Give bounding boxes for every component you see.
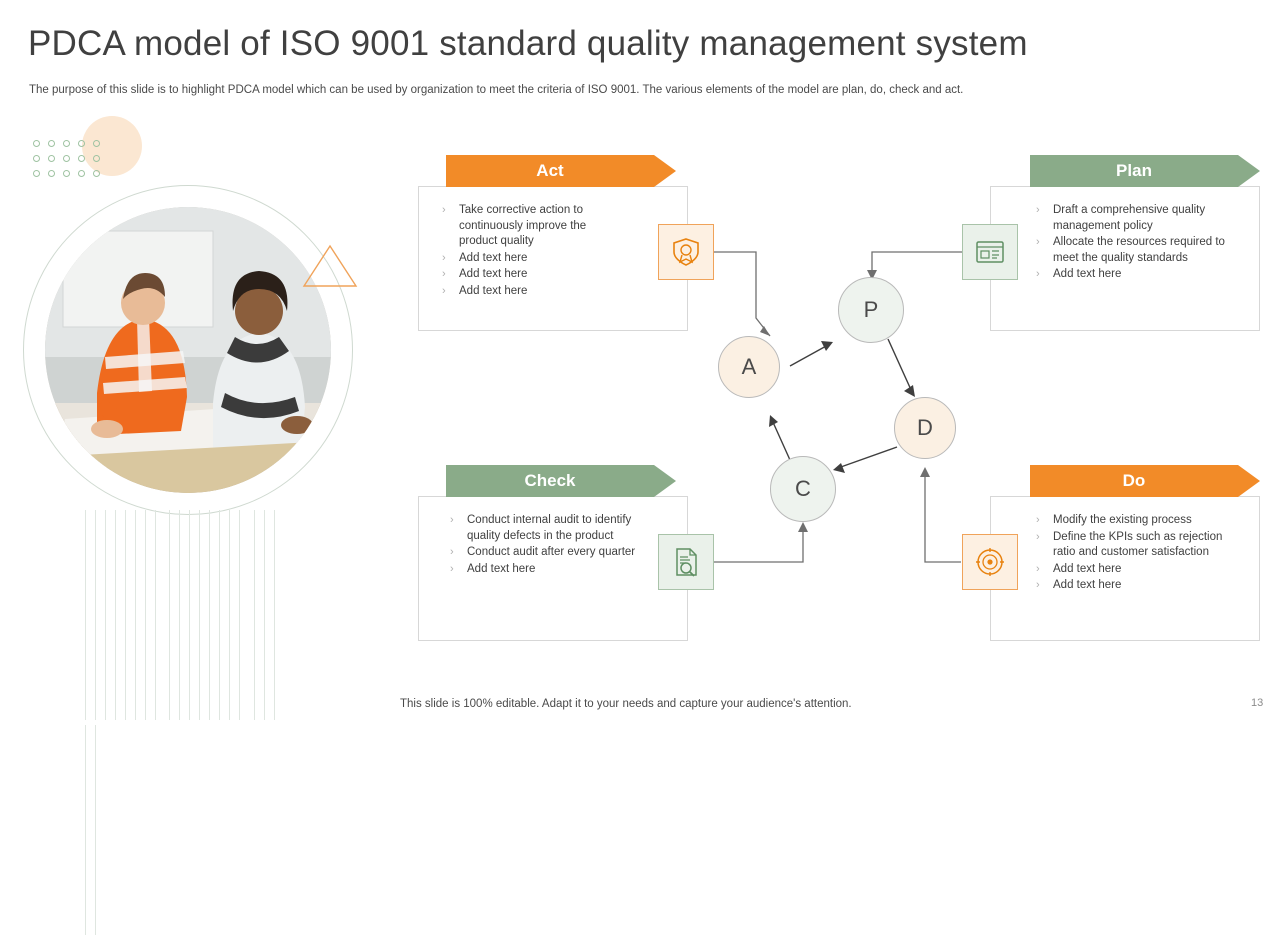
act-bullet-2: Add text here — [459, 268, 528, 280]
do-bullet-0: Modify the existing process — [1053, 514, 1192, 526]
decorative-dot-grid — [33, 140, 108, 185]
do-bullet-2: Add text here — [1053, 562, 1122, 575]
shield-award-icon — [673, 238, 699, 266]
cycle-node-d-letter: D — [917, 415, 933, 440]
do-banner-arrow — [1238, 465, 1260, 497]
bullet-marker: › — [1036, 514, 1040, 526]
bullet-marker: › — [1036, 530, 1040, 543]
check-bullet-1: Conduct audit after every quarter — [467, 546, 636, 558]
act-box — [418, 186, 688, 331]
plan-banner-label: Plan — [1116, 161, 1152, 180]
do-box — [990, 496, 1260, 641]
check-banner-label: Check — [524, 471, 576, 490]
check-bullet-0: Conduct internal audit to identify quali… — [467, 514, 632, 542]
document-search-icon — [676, 548, 697, 577]
check-banner: Check — [446, 465, 676, 497]
act-bullets: › Take corrective action to continuously … — [442, 203, 622, 300]
do-bullet-3: Add text here — [1053, 579, 1122, 591]
bullet-marker: › — [450, 514, 454, 526]
decorative-circle — [82, 116, 142, 176]
cycle-node-p: P — [838, 277, 904, 343]
bullet-marker: › — [1036, 268, 1040, 280]
target-gear-icon — [976, 548, 1004, 576]
act-bullet-3: Add text here — [459, 284, 528, 297]
bullet-marker: › — [442, 284, 446, 297]
check-banner-arrow — [654, 465, 676, 497]
plan-bullets: › Draft a comprehensive quality managemen… — [1036, 203, 1226, 284]
photo-ring — [23, 185, 353, 515]
bullet-marker: › — [442, 204, 446, 216]
plan-bullet-0: Draft a comprehensive quality management… — [1053, 204, 1206, 232]
bullet-marker: › — [1036, 562, 1040, 575]
cycle-node-d: D — [894, 397, 956, 459]
cycle-node-c-letter: C — [795, 476, 811, 501]
act-banner-label: Act — [536, 161, 564, 180]
decorative-stripes — [85, 510, 293, 935]
bullet-marker: › — [442, 268, 446, 280]
check-icon-tile — [658, 534, 714, 590]
page-subtitle: The purpose of this slide is to highligh… — [29, 84, 964, 96]
do-bullets: › Modify the existing process › Define the… — [1036, 513, 1231, 595]
do-banner-label: Do — [1122, 471, 1146, 490]
check-bullet-2: Add text here — [467, 562, 536, 575]
plan-icon-tile — [962, 224, 1018, 280]
do-icon-tile — [962, 534, 1018, 590]
bullet-marker: › — [450, 562, 454, 575]
footer-note: This slide is 100% editable. Adapt it to… — [400, 698, 852, 710]
page-number: 13 — [1251, 697, 1264, 709]
act-bullet-0: Take corrective action to continuously i… — [459, 204, 587, 247]
bullet-marker: › — [1036, 579, 1040, 591]
blueprint-plan-icon — [976, 241, 1004, 263]
team-photo — [45, 207, 331, 493]
cycle-node-a: A — [718, 336, 780, 398]
act-banner-arrow — [654, 155, 676, 187]
cycle-node-a-letter: A — [741, 354, 757, 379]
do-banner: Do — [1030, 465, 1260, 497]
bullet-marker: › — [450, 546, 454, 558]
do-bullet-1: Define the KPIs such as rejection ratio … — [1053, 530, 1223, 559]
cycle-node-p-letter: P — [863, 297, 879, 322]
bullet-marker: › — [442, 251, 446, 264]
act-icon-tile — [658, 224, 714, 280]
bullet-marker: › — [1036, 236, 1040, 248]
plan-banner-arrow — [1238, 155, 1260, 187]
plan-banner: Plan — [1030, 155, 1260, 187]
check-bullets: › Conduct internal audit to identify qual… — [450, 513, 640, 578]
slide: PDCA model of ISO 9001 standard quality … — [23, 24, 1264, 935]
act-bullet-1: Add text here — [459, 251, 528, 264]
act-banner: Act — [446, 155, 676, 187]
bullet-marker: › — [1036, 204, 1040, 216]
plan-bullet-1: Allocate the resources required to meet … — [1053, 236, 1225, 264]
plan-box — [990, 186, 1260, 331]
check-box — [418, 496, 688, 641]
plan-bullet-2: Add text here — [1053, 268, 1122, 280]
decorative-triangle — [302, 244, 358, 287]
page-title: PDCA model of ISO 9001 standard quality … — [28, 24, 1028, 63]
cycle-node-c: C — [770, 456, 836, 522]
